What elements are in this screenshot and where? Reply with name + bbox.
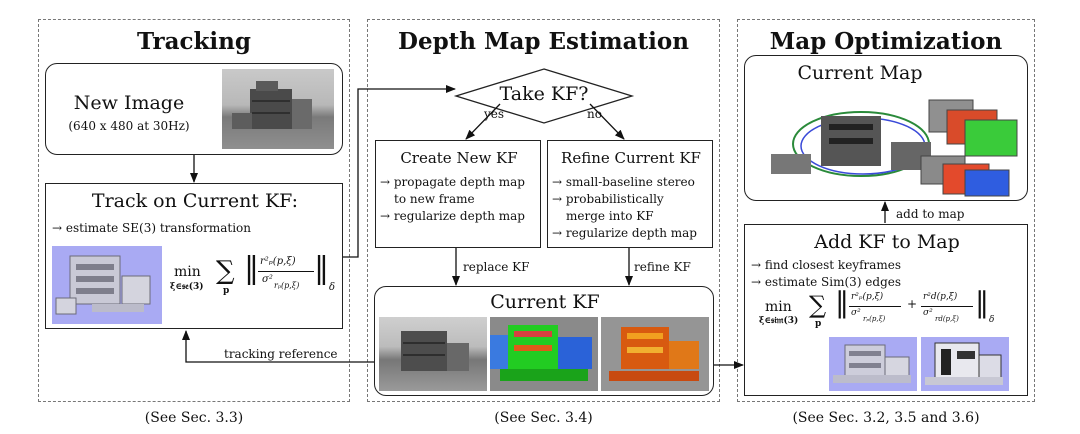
- refine-kf-bullet-4: → regularize depth map: [552, 226, 697, 240]
- add-kf-bar1: [849, 306, 901, 307]
- create-kf-heading: Create New KF: [400, 149, 518, 167]
- add-kf-formula-min-sub: ξ∈𝔰𝔦𝔪(3): [759, 316, 799, 326]
- add-to-map-label: add to map: [896, 207, 965, 221]
- depth-caption: (See Sec. 3.4): [494, 410, 593, 426]
- current-kf-heading: Current KF: [490, 291, 600, 313]
- refine-kf-label: refine KF: [634, 260, 691, 274]
- arrow-no: [589, 103, 625, 140]
- no-label: no: [587, 107, 602, 121]
- new-image-sub: (640 x 480 at 30Hz): [68, 119, 190, 133]
- add-kf-den1: σ²: [851, 308, 861, 318]
- formula-sum-sub: p: [223, 286, 230, 296]
- formula-den: σ²: [262, 274, 273, 285]
- keyframe-photo: [401, 331, 469, 371]
- depth-title: Depth Map Estimation: [398, 28, 689, 55]
- track-heading: Track on Current KF:: [91, 190, 299, 212]
- arrow-tracking-reference: [182, 330, 374, 363]
- formula-norm-sub: δ: [329, 282, 336, 293]
- refine-kf-bullet-3: merge into KF: [566, 209, 654, 223]
- track-bullet: → estimate SE(3) transformation: [52, 221, 252, 235]
- fraction-bar: [258, 271, 314, 272]
- refine-kf-box: Refine Current KF → small-baseline stere…: [547, 140, 713, 248]
- tracking-caption: (See Sec. 3.3): [144, 410, 244, 426]
- formula-sum: ∑: [216, 256, 235, 286]
- add-kf-formula: min ξ∈𝔰𝔦𝔪(3) ∑ p ‖ r²ₚ(p,ξ) σ² rₚ(p,ξ) +…: [759, 286, 1023, 333]
- add-kf-formula-min: min: [765, 299, 792, 315]
- arrow-track-decision: [343, 85, 456, 258]
- add-kf-render-1: [829, 337, 917, 391]
- tracking-depth-image: [52, 246, 162, 324]
- add-kf-den1-sub: rₚ(p,ξ): [863, 315, 886, 323]
- add-kf-norm-right: ‖: [975, 286, 989, 319]
- add-kf-den2-sub: rd(p,ξ): [935, 315, 959, 323]
- add-kf-num2: r²d(p,ξ): [923, 292, 958, 302]
- create-kf-box: Create New KF → propagate depth map to n…: [375, 140, 541, 248]
- tracked-points-render: [55, 255, 151, 315]
- depth-panel: [367, 19, 720, 402]
- refine-kf-heading: Refine Current KF: [561, 149, 701, 167]
- add-kf-num1: r²ₚ(p,ξ): [851, 292, 884, 302]
- current-map-heading: Current Map: [797, 62, 923, 84]
- keyframe-render-a: [833, 344, 911, 383]
- norm-left: ‖: [244, 251, 259, 286]
- arrow-yes: [465, 103, 501, 140]
- current-kf-variance-image: [601, 317, 709, 391]
- current-kf-box: Current KF: [374, 286, 714, 396]
- variance-render: [609, 327, 699, 381]
- formula-den-sub: rₚ(p,ξ): [274, 281, 300, 290]
- new-image-photo: [222, 69, 334, 149]
- current-kf-gray-image: [379, 317, 487, 391]
- add-kf-den2: σ²: [923, 308, 933, 318]
- add-kf-bar2: [921, 306, 973, 307]
- tracking-title: Tracking: [137, 28, 251, 55]
- track-box: Track on Current KF: → estimate SE(3) tr…: [45, 183, 343, 329]
- new-image-box: New Image (640 x 480 at 30Hz): [45, 63, 343, 155]
- tracking-reference-label: tracking reference: [222, 347, 340, 361]
- inverse-depth-render: [490, 325, 592, 381]
- formula-num: r²ₚ(p,ξ): [260, 256, 296, 267]
- decision-label: Take KF?: [499, 83, 589, 105]
- norm-right: ‖: [314, 251, 329, 286]
- create-kf-bullet-1: → propagate depth map: [380, 175, 525, 189]
- keyframe-render-b: [925, 342, 1003, 385]
- tracking-formula: min ξ∈𝔰𝔢(3) ∑ p ‖ r²ₚ(p,ξ) σ² rₚ(p,ξ) ‖ …: [170, 250, 339, 320]
- tracking-panel: [38, 19, 350, 402]
- decision-diamond: [453, 68, 635, 124]
- add-kf-norm-sub: δ: [989, 315, 995, 325]
- add-kf-norm-left: ‖: [835, 286, 849, 319]
- formula-min: min: [174, 264, 201, 280]
- add-kf-render-2: [921, 337, 1009, 391]
- mapopt-caption: (See Sec. 3.2, 3.5 and 3.6): [792, 410, 980, 426]
- formula-min-sub: ξ∈𝔰𝔢(3): [170, 282, 204, 292]
- new-image-heading: New Image: [73, 92, 185, 114]
- building-photo: [232, 81, 312, 129]
- add-kf-formula-sum-sub: p: [815, 319, 822, 329]
- yes-label: yes: [484, 107, 505, 121]
- refine-kf-bullet-2: → probabilistically: [552, 192, 664, 206]
- add-kf-box: Add KF to Map → find closest keyframes →…: [744, 224, 1028, 396]
- mapopt-title: Map Optimization: [769, 28, 1003, 55]
- current-kf-depth-image: [490, 317, 598, 391]
- current-map-box: Current Map: [744, 55, 1028, 201]
- mapopt-panel: [737, 19, 1035, 402]
- create-kf-bullet-3: → regularize depth map: [380, 209, 525, 223]
- add-kf-bullet-2: → estimate Sim(3) edges: [751, 275, 902, 289]
- add-kf-bullet-1: → find closest keyframes: [751, 258, 902, 272]
- pointcloud-map: [771, 99, 1018, 197]
- add-kf-formula-sum: ∑: [809, 291, 827, 319]
- refine-kf-bullet-1: → small-baseline stereo: [552, 175, 695, 189]
- replace-kf-label: replace KF: [463, 260, 530, 274]
- add-kf-plus: +: [907, 297, 918, 311]
- add-kf-heading: Add KF to Map: [814, 231, 960, 253]
- create-kf-bullet-2: to new frame: [394, 192, 475, 206]
